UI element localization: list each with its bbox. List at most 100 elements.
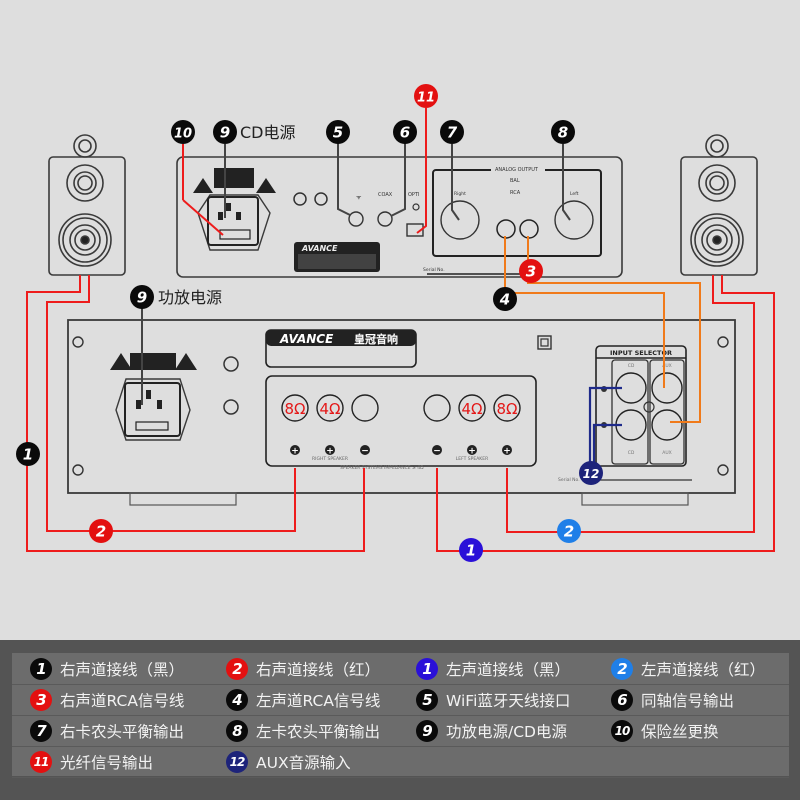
- left-speaker-label: LEFT SPEAKER: [456, 456, 488, 462]
- legend-item: 2 右声道接线（红）: [226, 653, 380, 684]
- legend-item: 3 右声道RCA信号线: [30, 684, 184, 715]
- amp-brand-cn: 皇冠音响: [354, 332, 398, 346]
- right-8ohm-label: 8Ω: [284, 400, 305, 418]
- legend-item: 11 光纤信号输出: [30, 746, 153, 777]
- rca-label: RCA: [510, 190, 521, 196]
- svg-text:1: 1: [23, 446, 33, 464]
- callout-1-right-black: 1: [16, 442, 40, 466]
- callout-9-cd: 9 CD电源: [213, 120, 296, 144]
- svg-text:1: 1: [466, 542, 476, 560]
- legend-text: 右卡农头平衡输出: [60, 722, 185, 741]
- legend-item: 5 WiFi蓝牙天线接口: [416, 684, 570, 715]
- svg-text:+: +: [326, 447, 334, 457]
- legend-text: 右声道接线（红）: [256, 660, 381, 679]
- legend-text: 保险丝更换: [641, 722, 719, 741]
- cd-top-label: CD: [628, 363, 635, 369]
- legend-text: 同轴信号输出: [641, 691, 735, 710]
- callout-11: 11: [414, 84, 438, 108]
- right-speaker-label: RIGHT SPEAKER: [312, 456, 348, 462]
- left-speaker-terminals: 4Ω 8Ω − + + LEFT SPEAKER: [423, 394, 521, 462]
- cd-wifi-label: ᯤ: [356, 194, 362, 201]
- cd-coax-label: COAX: [378, 192, 393, 198]
- cd-bottom-label: CD: [628, 450, 635, 456]
- legend-badge: 6: [611, 688, 633, 711]
- legend-badge: 8: [226, 719, 248, 742]
- callout-3: 3: [519, 259, 543, 283]
- callout-7: 7: [440, 120, 464, 144]
- svg-text:9: 9: [220, 124, 230, 142]
- legend-item: 9 功放电源/CD电源: [416, 715, 567, 746]
- legend-badge: 10: [611, 719, 633, 742]
- amplifier-panel: AVANCE 皇冠音响 8Ω 4Ω + + − RIGHT SPEAKER 4Ω…: [67, 319, 736, 506]
- legend-item: 6 同轴信号输出: [611, 684, 734, 715]
- wire-right-red: [46, 275, 296, 532]
- legend-badge: 1: [30, 657, 52, 680]
- right-speaker: [680, 134, 758, 276]
- svg-text:−: −: [433, 447, 441, 457]
- svg-text:12: 12: [583, 467, 600, 481]
- svg-text:8: 8: [558, 124, 568, 142]
- legend-text: 左声道RCA信号线: [256, 691, 381, 710]
- aux-bottom-label: AUX: [662, 450, 671, 456]
- wiring-diagram: ᯤ COAX OPTI AVANCE ANALOG OUTPUT BAL RCA…: [16, 84, 775, 562]
- legend-badge: 2: [226, 657, 248, 680]
- amp-brand: AVANCE: [279, 332, 334, 346]
- legend-text: 右声道RCA信号线: [60, 691, 185, 710]
- wire-rca-right: [527, 236, 701, 423]
- right-4ohm-label: 4Ω: [319, 400, 340, 418]
- aux-top-label: AUX: [662, 363, 671, 369]
- svg-text:11: 11: [417, 91, 435, 106]
- svg-text:2: 2: [564, 523, 574, 541]
- legend-text: 左卡农头平衡输出: [256, 722, 381, 741]
- callout-1-left-black: 1: [459, 538, 483, 562]
- cd-player-panel: ᯤ COAX OPTI AVANCE ANALOG OUTPUT BAL RCA…: [176, 156, 623, 278]
- left-4ohm-label: 4Ω: [461, 400, 482, 418]
- xlr-right-label: Right: [454, 191, 466, 197]
- callout-6: 6: [393, 120, 417, 144]
- cd-power-label: CD电源: [240, 123, 296, 142]
- legend-text: 左声道接线（黑）: [446, 660, 571, 679]
- cd-brand: AVANCE: [301, 244, 338, 253]
- legend-badge: 3: [30, 688, 52, 711]
- analog-output-label: ANALOG OUTPUT: [495, 167, 539, 173]
- amp-power-label: 功放电源: [158, 288, 222, 307]
- legend-text: AUX音源输入: [256, 753, 351, 772]
- legend-badge: 2: [611, 657, 633, 680]
- speaker-systems-label: SPEAKER SYSTEMS IMPEDANCE ≥ 4Ω: [340, 465, 424, 471]
- callout-2-right-red: 2: [89, 519, 113, 543]
- left-speaker: [48, 134, 126, 276]
- wire-rca-left: [504, 236, 665, 388]
- legend-item: 8 左卡农头平衡输出: [226, 715, 380, 746]
- legend-item: 4 左声道RCA信号线: [226, 684, 380, 715]
- wire-left-red: [506, 275, 755, 533]
- legend-text: 功放电源/CD电源: [446, 722, 567, 741]
- svg-text:+: +: [291, 447, 299, 457]
- xlr-left-label: Left: [570, 191, 579, 197]
- cd-serial-label: Serial No.: [423, 267, 445, 273]
- legend-badge: 5: [416, 688, 438, 711]
- svg-text:+: +: [503, 447, 511, 457]
- callout-9-amp: 9 功放电源: [130, 285, 222, 309]
- svg-text:+: +: [468, 447, 476, 457]
- wire-left-black: [436, 275, 775, 552]
- legend-row: 3 右声道RCA信号线 4 左声道RCA信号线 5 WiFi蓝牙天线接口 6 同轴信号输出: [12, 684, 789, 716]
- legend-text: WiFi蓝牙天线接口: [446, 691, 571, 710]
- legend-text: 光纤信号输出: [60, 753, 154, 772]
- cd-opti-label: OPTI: [408, 192, 419, 198]
- legend-item: 10 保险丝更换: [611, 715, 719, 746]
- legend-row: 11 光纤信号输出 12 AUX音源输入: [12, 746, 789, 778]
- svg-text:4: 4: [499, 291, 510, 309]
- input-selector-label: INPUT SELECTOR: [610, 349, 672, 357]
- legend-item: 12 AUX音源输入: [226, 746, 351, 777]
- legend-badge: 12: [226, 750, 248, 773]
- legend-badge: 4: [226, 688, 248, 711]
- legend-badge: 9: [416, 719, 438, 742]
- callout-12: 12: [579, 461, 603, 485]
- legend-badge: 11: [30, 750, 52, 773]
- callout-5: 5: [326, 120, 350, 144]
